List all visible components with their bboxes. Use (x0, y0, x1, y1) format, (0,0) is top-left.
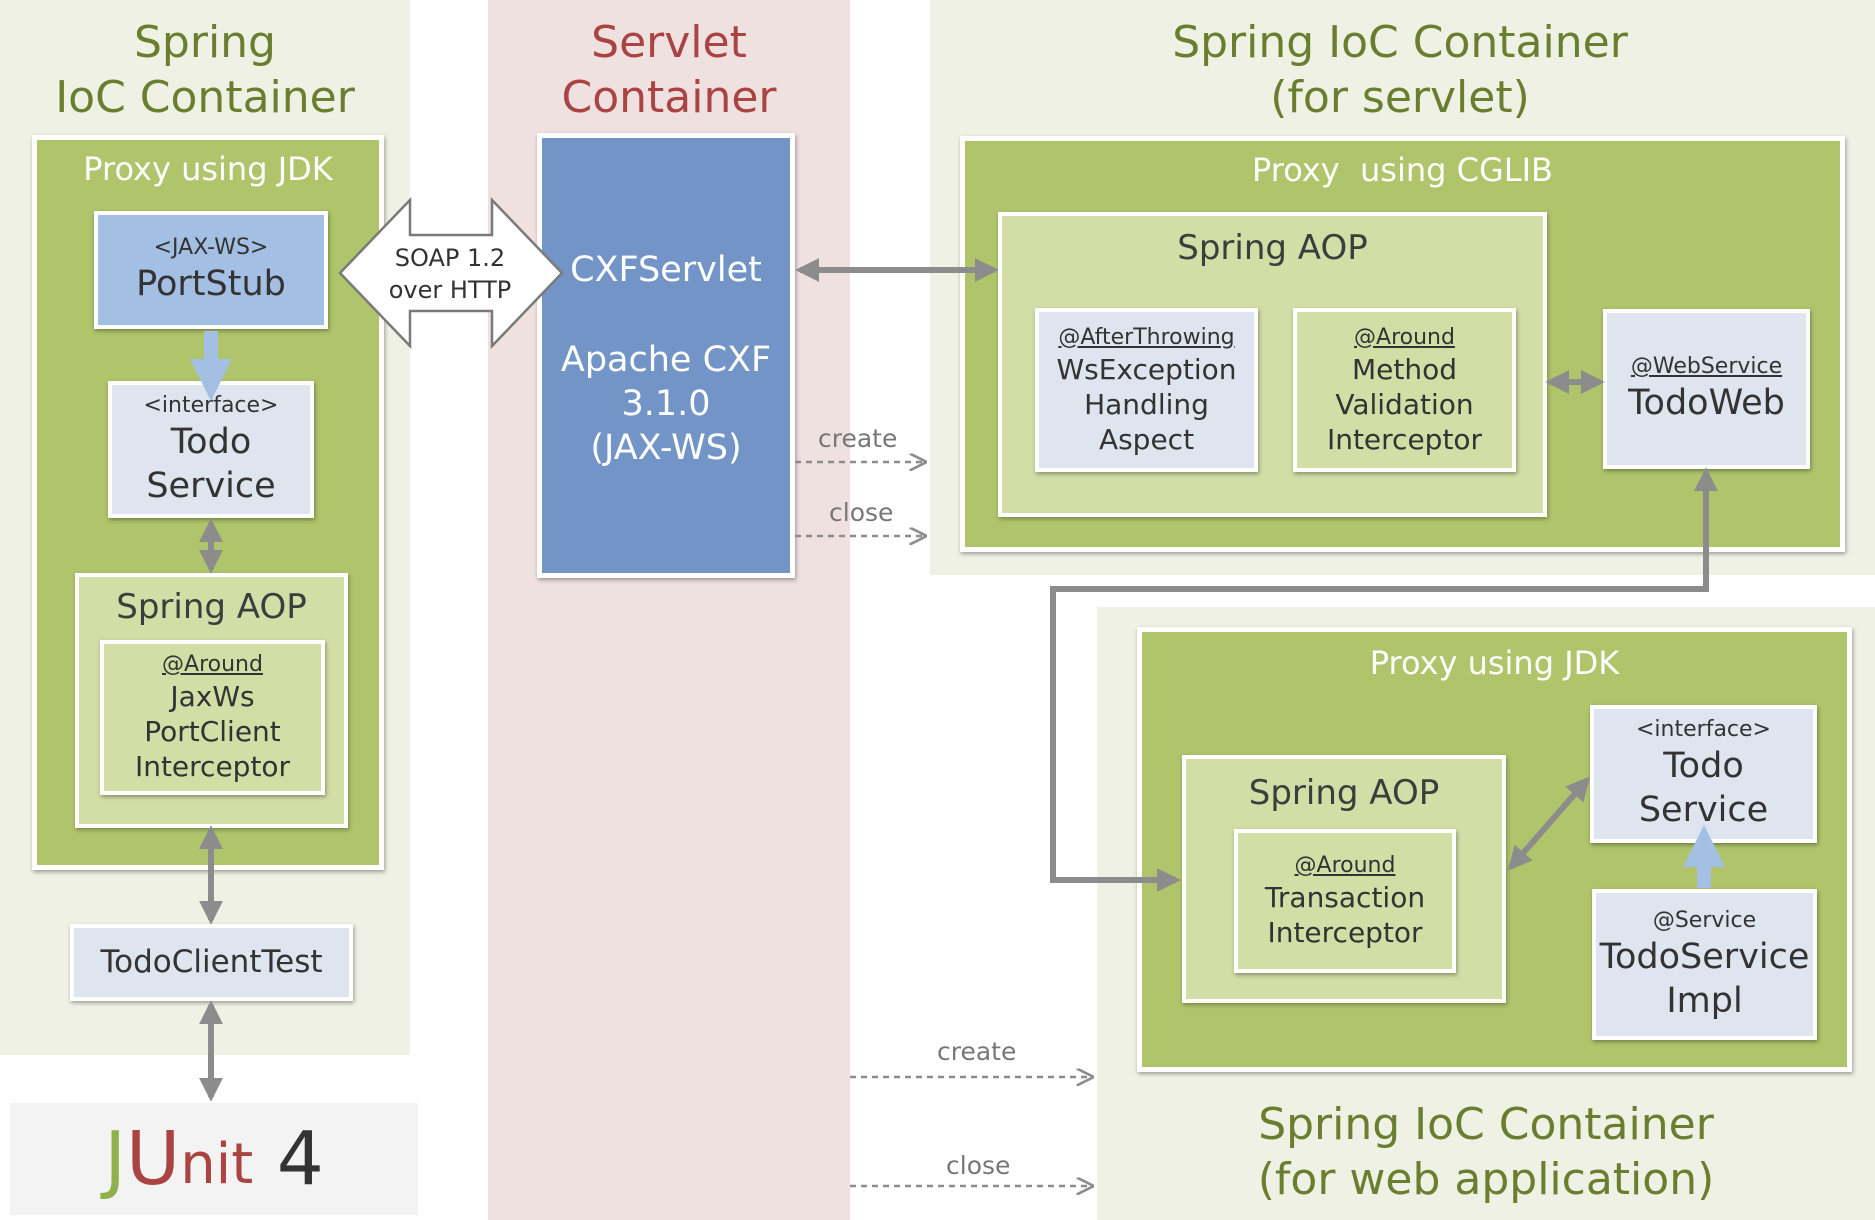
webapp-todo-service-line1: Todo (1663, 746, 1744, 786)
servlet-aop-title: Spring AOP (1177, 228, 1368, 268)
ws-exception-annotation: @AfterThrowing (1058, 324, 1235, 350)
webapp-ioc-title-line1: Spring IoC Container (1258, 1099, 1714, 1150)
webapp-proxy-title: Proxy using JDK (1369, 644, 1620, 682)
soap-label-line2: over HTTP (388, 276, 512, 304)
todo-service-impl-annotation: @Service (1652, 907, 1757, 933)
apache-cxf-line2: 3.1.0 (621, 384, 711, 424)
webapp-todo-service-stereotype: <interface> (1636, 717, 1771, 742)
jaxws-interceptor-box: @Around JaxWs PortClient Interceptor (100, 640, 325, 795)
webapp-todo-service-line2: Service (1638, 790, 1769, 830)
servlet-ioc-title-text: Spring IoC Container (for servlet) (1100, 15, 1700, 125)
left-todo-service-line2: Service (146, 465, 276, 506)
method-validation-line3: Interceptor (1326, 422, 1483, 456)
todo-web-name: TodoWeb (1628, 383, 1785, 423)
method-validation-line2: Validation (1335, 387, 1474, 421)
transaction-line1: Transaction (1264, 881, 1426, 914)
jaxws-interceptor-annotation: @Around (162, 652, 263, 677)
todo-web-box: @WebService TodoWeb (1603, 309, 1810, 469)
left-todo-service-stereotype: <interface> (143, 392, 279, 418)
create-webapp-label: create (937, 1037, 1017, 1066)
method-validation-box: @Around Method Validation Interceptor (1293, 308, 1516, 472)
jaxws-interceptor-line3: Interceptor (134, 750, 291, 783)
servlet-title-line2: Container (561, 72, 777, 123)
junit-version: 4 (253, 1116, 324, 1202)
webapp-todo-service-box: <interface> Todo Service (1590, 705, 1817, 843)
servlet-ioc-title-line1: Spring IoC Container (1172, 17, 1628, 68)
jaxws-interceptor-line2: PortClient (144, 715, 281, 748)
cxf-servlet-label: CXFServlet (570, 250, 762, 290)
portstub-box: <JAX-WS> PortStub (94, 211, 328, 329)
ws-exception-aspect-box: @AfterThrowing WsException Handling Aspe… (1035, 308, 1258, 472)
jaxws-interceptor-line1: JaxWs (170, 680, 255, 713)
junit-u: U (126, 1116, 181, 1202)
servlet-title-line1: Servlet (591, 17, 747, 68)
method-validation-annotation: @Around (1354, 324, 1455, 350)
junit-nit: nit (180, 1132, 254, 1197)
todo-client-test-box: TodoClientTest (70, 924, 353, 1001)
soap-label: SOAP 1.2 over HTTP (380, 240, 520, 308)
webapp-ioc-title-line2: (for web application) (1257, 1154, 1715, 1205)
close-webapp-label: close (946, 1151, 1011, 1180)
transaction-interceptor-box: @Around Transaction Interceptor (1234, 829, 1456, 973)
soap-label-line1: SOAP 1.2 (394, 244, 506, 272)
create-servlet-label: create (818, 424, 898, 453)
apache-cxf-line3: (JAX-WS) (590, 428, 742, 468)
servlet-container-title: Servlet Container (488, 15, 850, 125)
left-ioc-title-line2: IoC Container (55, 72, 355, 123)
cxf-servlet-box: CXFServlet Apache CXF 3.1.0 (JAX-WS) (537, 133, 795, 578)
left-ioc-title: Spring IoC Container (0, 15, 410, 125)
cglib-proxy-title: Proxy using CGLIB (1252, 151, 1553, 189)
junit-j: J (104, 1116, 127, 1202)
todo-service-impl-line2: Impl (1666, 980, 1743, 1021)
portstub-name: PortStub (136, 264, 286, 304)
left-todo-service-line1: Todo (170, 421, 252, 462)
left-ioc-title-line1: Spring (134, 17, 276, 68)
servlet-ioc-title-line2: (for servlet) (1270, 72, 1530, 123)
todo-web-annotation: @WebService (1630, 354, 1783, 379)
ws-exception-line2: Handling (1084, 387, 1209, 421)
ws-exception-line3: Aspect (1098, 422, 1195, 456)
method-validation-line1: Method (1351, 352, 1457, 386)
close-servlet-label: close (829, 498, 894, 527)
webapp-ioc-title: Spring IoC Container (for web applicatio… (1097, 1097, 1875, 1207)
todo-service-impl-line1: TodoService (1599, 936, 1810, 977)
left-todo-service-box: <interface> Todo Service (108, 381, 314, 518)
transaction-line2: Interceptor (1267, 916, 1423, 949)
todo-client-test-label: TodoClientTest (100, 944, 323, 980)
junit-logo-region (10, 1103, 418, 1215)
todo-service-impl-box: @Service TodoService Impl (1592, 889, 1817, 1040)
left-aop-title: Spring AOP (116, 587, 307, 627)
ws-exception-line1: WsException (1056, 352, 1237, 386)
portstub-stereotype: <JAX-WS> (153, 235, 269, 260)
left-proxy-title: Proxy using JDK (83, 150, 333, 188)
webapp-aop-title: Spring AOP (1248, 773, 1440, 813)
apache-cxf-line1: Apache CXF (560, 340, 772, 380)
transaction-annotation: @Around (1294, 853, 1396, 878)
